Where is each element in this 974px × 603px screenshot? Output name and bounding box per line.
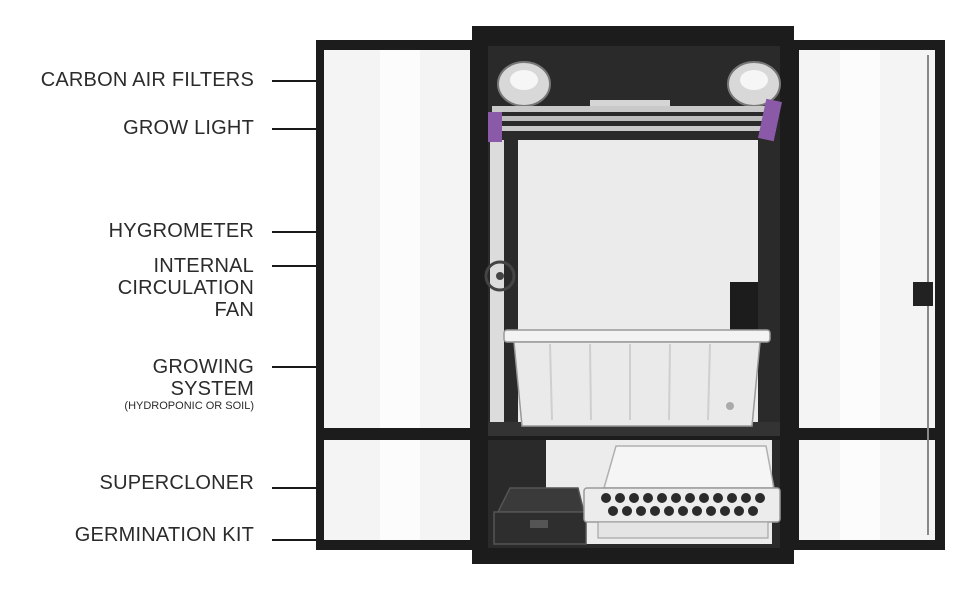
germination-kit (493, 487, 587, 545)
label-fan-line-2: CIRCULATION (117, 277, 254, 299)
leader-growing-system (272, 366, 316, 368)
carbon-filter-left (497, 61, 551, 107)
growing-system-tray (503, 329, 771, 427)
label-growing-line-2: SYSTEM (170, 378, 254, 400)
label-grow-light: GROW LIGHT (123, 117, 254, 139)
carbon-filter-right (727, 61, 781, 107)
label-supercloner: SUPERCLONER (99, 472, 254, 494)
door-latch (913, 282, 933, 306)
leader-carbon-air-filters (272, 80, 316, 82)
label-growing-line-1: GROWING (152, 356, 254, 378)
leader-hygrometer (272, 231, 316, 233)
label-germination-kit: GERMINATION KIT (74, 524, 254, 546)
label-fan-line-3: FAN (214, 299, 254, 321)
label-hygrometer: HYGROMETER (108, 220, 254, 242)
leader-internal-fan (272, 265, 316, 267)
left-door (316, 40, 476, 550)
label-carbon-air-filters: CARBON AIR FILTERS (40, 69, 254, 91)
grow-light-bar (488, 98, 782, 142)
supercloner (583, 445, 781, 539)
right-door (793, 40, 945, 550)
label-growing-system: GROWING SYSTEM (HYDROPONIC OR SOIL) (124, 356, 254, 413)
label-fan-line-1: INTERNAL (153, 255, 254, 277)
label-growing-sub: (HYDROPONIC OR SOIL) (124, 400, 254, 412)
internal-fan (484, 260, 516, 292)
leader-germination-kit (272, 539, 316, 541)
leader-grow-light (272, 128, 316, 130)
label-internal-circulation-fan: INTERNAL CIRCULATION FAN (118, 255, 254, 321)
leader-supercloner (272, 487, 316, 489)
